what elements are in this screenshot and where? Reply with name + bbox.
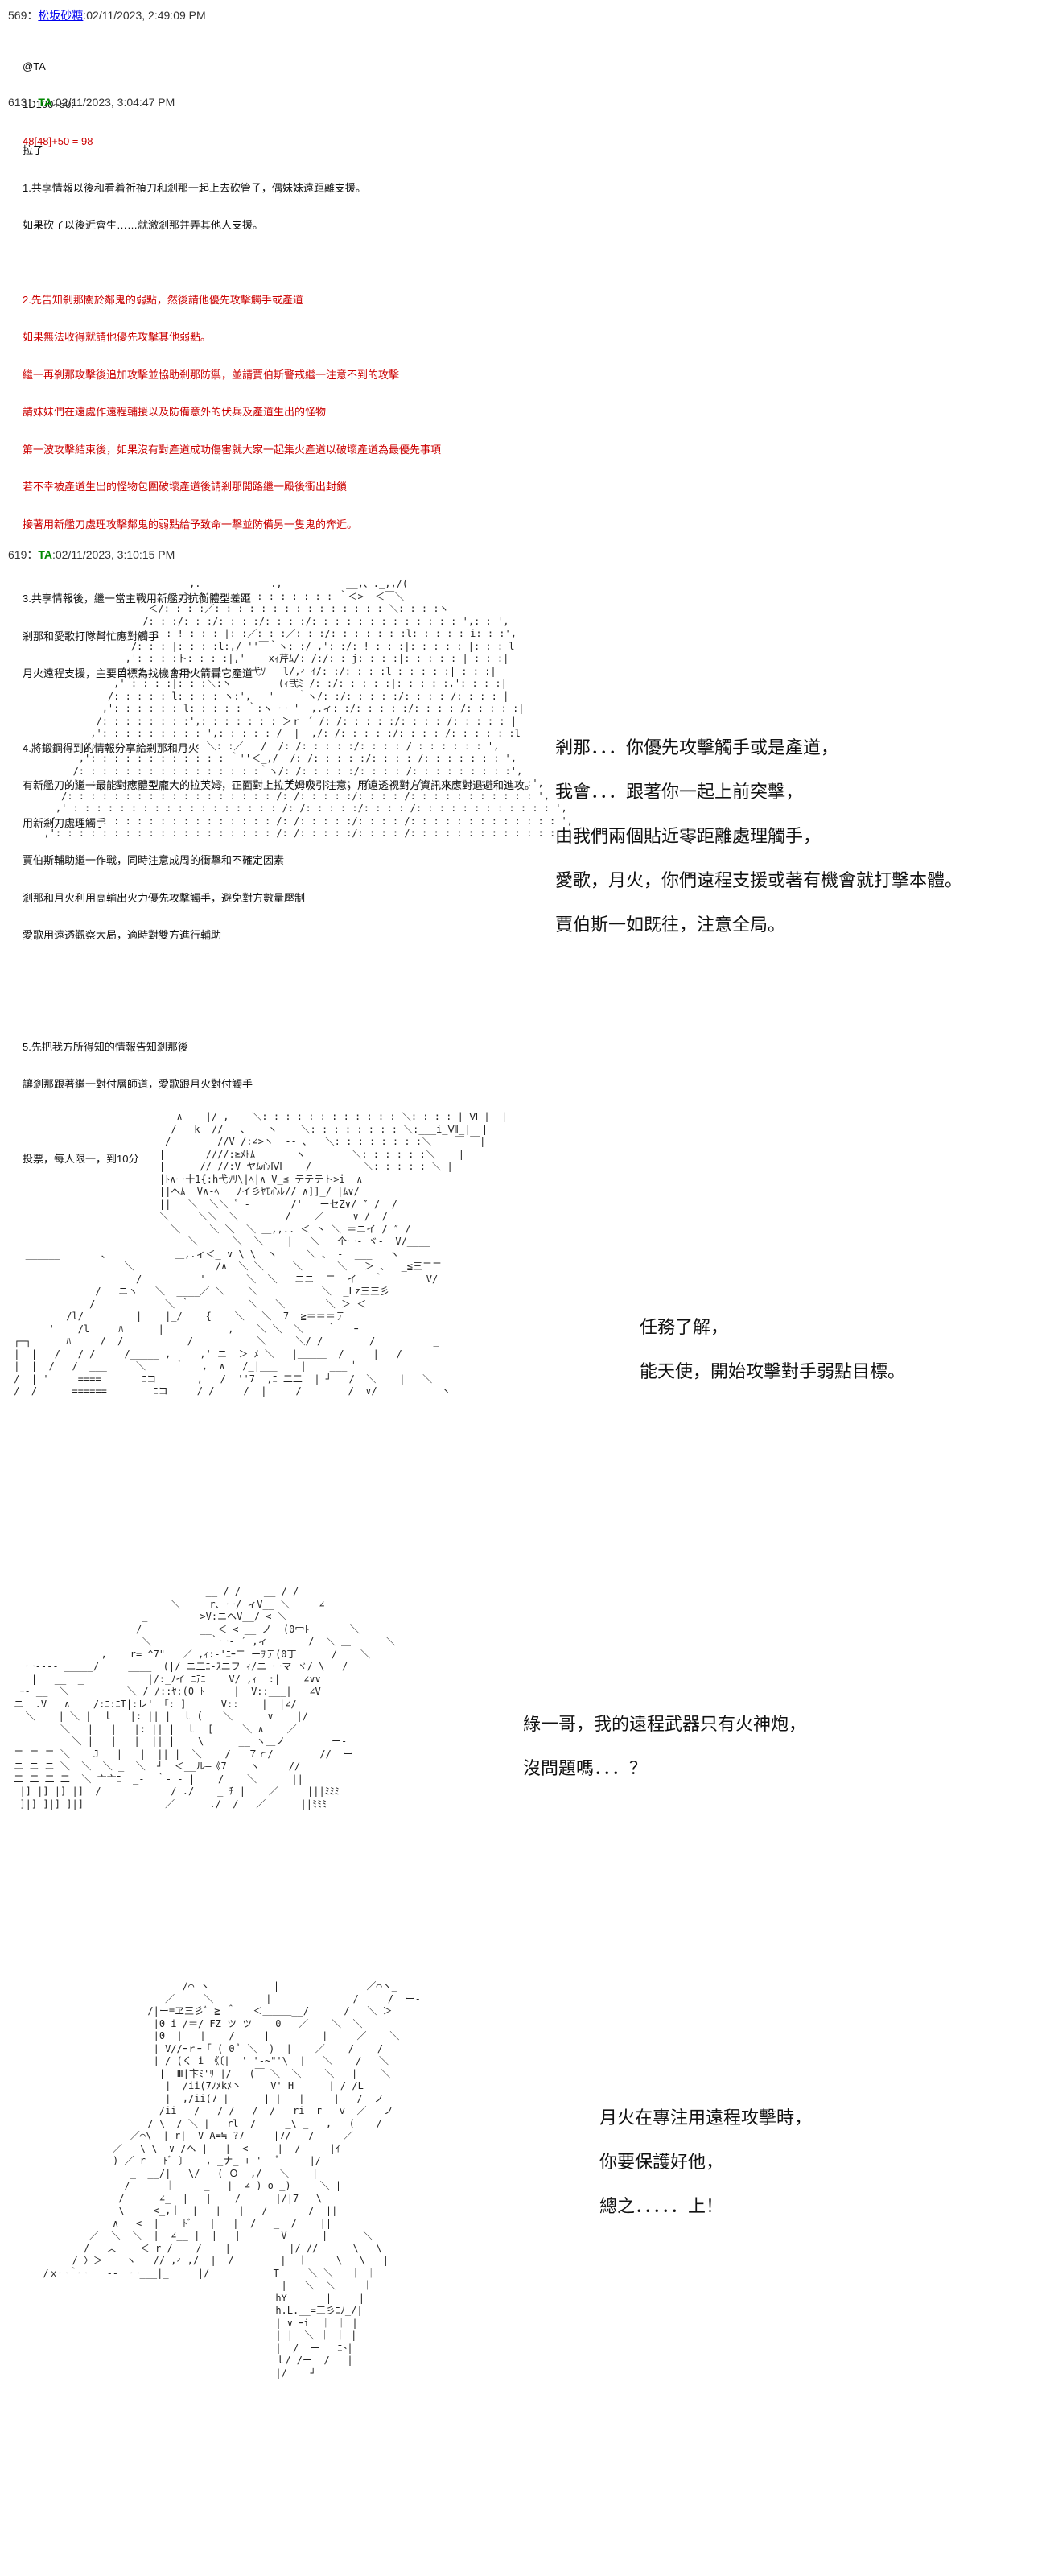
body-line: 用新剎刀處理觸手 bbox=[23, 816, 107, 829]
ascii-art-figure-1: ,. - ‐ ―― ‐ - ., __,、._,,/( ,.＞''´: : : … bbox=[43, 578, 579, 839]
body-line: 5.先把我方所得知的情報告知剎那後 bbox=[23, 1040, 188, 1053]
post-569: 569：松坂砂糖:02/11/2023, 2:49:09 PM @TA 1D10… bbox=[8, 8, 1030, 173]
body-line: 月火遠程支援，主要目標為找機會用火箭轟它產道 bbox=[23, 667, 253, 679]
ascii-art-figure-4: /⌒ ヽ | ／⌒ヽ_ ／ ＼ _| / / ー- /|ー≡ヱ三彡ﾞ ≧ ＾ ＜… bbox=[43, 1980, 421, 2379]
dialog-line: 剎那．．．你優先攻擊觸手或是產道， bbox=[555, 738, 839, 758]
body-line-red: 第一波攻擊結束後，如果沒有對產道成功傷害就大家一起集火產道以破壞產道為最優先事項 bbox=[23, 443, 442, 456]
body-line: 3.共享情報後，繼一當主戰用新艦刀抗衡體型差距 bbox=[23, 592, 251, 605]
dialog-line: 任務了解， bbox=[640, 1318, 729, 1338]
dialog-block-1: 剎那．．．你優先攻擊觸手或是產道， 我會．．．跟著你一起上前突擊， 由我們兩個貼… bbox=[555, 726, 962, 947]
dialog-block-3: 綠一哥，我的遠程武器只有火神炮， 沒問題嗎．．．？ bbox=[523, 1703, 806, 1791]
body-line: 4.將鍛鋼得到的情報分享給剎那和月火 bbox=[23, 741, 199, 754]
post-number: 569 bbox=[8, 9, 27, 22]
body-line-red: 接著用新艦刀處理攻擊鄰鬼的弱點給予致命一擊並防備另一隻鬼的奔近。 bbox=[23, 518, 358, 530]
post-body: @TA 1D100+50: 48[48]+50 = 98 bbox=[23, 35, 1030, 173]
body-line: 如果砍了以後近會生……就激剎那并弄其他人支援。 bbox=[23, 219, 264, 231]
body-line-red: 請妹妹們在遠處作遠程輔援以及防備意外的伏兵及產道生出的怪物 bbox=[23, 406, 327, 418]
post-number: 613 bbox=[8, 96, 27, 109]
post-header: 619：TA:02/11/2023, 3:10:15 PM bbox=[8, 548, 175, 561]
dice-result: 48[48]+50 = 98 bbox=[23, 135, 93, 147]
ascii-art-figure-3: __ / / __ / / ＼ r､ ー/ ィV__ ＼ ∠ _ >V:ニヘV_… bbox=[14, 1586, 396, 1810]
poster-name: TA bbox=[38, 96, 52, 109]
dialog-line: 我會．．．跟著你一起上前突擊， bbox=[555, 782, 804, 803]
body-line: 讓剎那跟著繼一對付層師道，愛歌跟月火對付觸手 bbox=[23, 1078, 253, 1090]
ascii-art-figure-2: ∧ |/ , ＼: : : : : : : : : : : : ＼: : : :… bbox=[14, 1111, 508, 1397]
body-line-red: 如果無法收得就請他優先攻擊其他弱點。 bbox=[23, 331, 212, 343]
body-line: 剎那和月火利用高輸出火力優先攻擊觸手，避免對方數量壓制 bbox=[23, 891, 306, 904]
dialog-block-2: 任務了解， 能天使，開始攻擊對手弱點目標。 bbox=[640, 1306, 905, 1394]
body-line: 愛歌用遠透觀察大局，適時對雙方進行輔助 bbox=[23, 929, 222, 941]
dialog-line: 由我們兩個貼近零距離處理觸手， bbox=[555, 827, 822, 847]
dialog-line: 賈伯斯一如既往，注意全局。 bbox=[555, 915, 786, 935]
post-date: :02/11/2023, 3:04:47 PM bbox=[51, 96, 175, 109]
post-613: 613：TA:02/11/2023, 3:04:47 PM 拉了 1.共享情報以… bbox=[8, 95, 1030, 1190]
poster-name-link[interactable]: 松坂砂糖 bbox=[38, 9, 84, 22]
dialog-line: 你要保護好他， bbox=[599, 2153, 724, 2173]
body-line: 拉了 bbox=[23, 144, 44, 156]
body-line-red: 繼一再剎那攻擊後追加攻擊並協助剎那防禦，並請賈伯斯警戒繼一注意不到的攻擊 bbox=[23, 368, 400, 381]
post-date: :02/11/2023, 3:10:15 PM bbox=[51, 548, 175, 561]
post-body: 拉了 1.共享情報以後和看着祈禎刀和剎那一起上去砍管子，偶妹妹遠距離支援。 如果… bbox=[23, 119, 1030, 1190]
dialog-line: 月火在專注用遠程攻擊時， bbox=[599, 2108, 813, 2128]
vote-instruction: 投票，每人限一，到10分 bbox=[23, 1152, 139, 1165]
post-header: 569：松坂砂糖:02/11/2023, 2:49:09 PM bbox=[8, 9, 206, 22]
body-line: 1.共享情報以後和看着祈禎刀和剎那一起上去砍管子，偶妹妹遠距離支援。 bbox=[23, 181, 366, 194]
body-line: 有新艦刀的繼一最能對應體型龐大的拉芙姆，正面對上拉芙姆吸引注意，用遠透視對方資訊… bbox=[23, 779, 536, 791]
body-line: 1D100+50: bbox=[23, 97, 74, 110]
post-date: :02/11/2023, 2:49:09 PM bbox=[83, 9, 206, 22]
poster-name: TA bbox=[38, 548, 52, 561]
post-number: 619 bbox=[8, 548, 27, 561]
body-line: 剎那和愛歌打隊幫忙應對觸手 bbox=[23, 630, 159, 642]
dialog-line: 沒問題嗎．．．？ bbox=[523, 1759, 648, 1779]
body-line-red: 2.先告知剎那關於鄰鬼的弱點，然後請他優先攻擊觸手或產道 bbox=[23, 293, 303, 306]
dialog-line: 綠一哥，我的遠程武器只有火神炮， bbox=[523, 1715, 807, 1735]
dialog-line: 總之．．．．．上！ bbox=[599, 2197, 724, 2217]
dialog-block-4: 月火在專注用遠程攻擊時， 你要保護好他， 總之．．．．．上！ bbox=[599, 2096, 812, 2229]
body-line: @TA bbox=[23, 60, 46, 72]
body-line-red: 若不幸被產道生出的怪物包圍破壞產道後請剎那開路繼一殿後衝出封鎖 bbox=[23, 481, 348, 493]
dialog-line: 愛歌，月火，你們遠程支援或著有機會就打擊本體。 bbox=[555, 871, 963, 891]
body-line: 賈伯斯輔助繼一作戰，同時注意成周的衝擊和不確定因素 bbox=[23, 854, 285, 866]
post-header: 613：TA:02/11/2023, 3:04:47 PM bbox=[8, 96, 175, 109]
dialog-line: 能天使，開始攻擊對手弱點目標。 bbox=[640, 1362, 906, 1382]
post-619: 619：TA:02/11/2023, 3:10:15 PM bbox=[8, 547, 1030, 562]
